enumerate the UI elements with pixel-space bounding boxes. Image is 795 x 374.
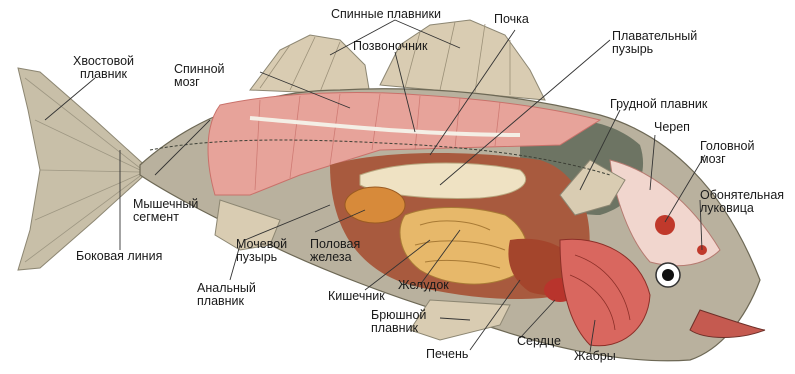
label-heart: Сердце: [517, 335, 561, 348]
label-tail-fin: Хвостовой плавник: [73, 55, 134, 81]
label-brain: Головной мозг: [700, 140, 754, 166]
tail-fin-shape: [18, 68, 150, 270]
label-urinary-bladder: Мочевой пузырь: [236, 238, 287, 264]
label-lateral-line: Боковая линия: [76, 250, 162, 263]
label-kidney: Почка: [494, 13, 529, 26]
dorsal-fin-rear-shape: [380, 20, 545, 100]
label-pelvic-fin: Брюшной плавник: [371, 309, 426, 335]
label-pectoral-fin: Грудной плавник: [610, 98, 707, 111]
label-olfactory-bulb: Обонятельная луковица: [700, 189, 784, 215]
label-anal-fin: Анальный плавник: [197, 282, 256, 308]
label-spine: Позвоночник: [353, 40, 427, 53]
gonad-shape: [345, 187, 405, 223]
dorsal-fin-front-shape: [250, 35, 370, 95]
label-dorsal-fins: Спинные плавники: [331, 8, 441, 21]
label-muscle-segment: Мышечный сегмент: [133, 198, 198, 224]
label-liver: Печень: [426, 348, 468, 361]
label-intestine: Кишечник: [328, 290, 385, 303]
label-swim-bladder: Плавательный пузырь: [612, 30, 697, 56]
eye-pupil-shape: [662, 269, 674, 281]
brain-shape: [655, 215, 675, 235]
label-stomach: Желудок: [398, 279, 449, 292]
label-gonad: Половая железа: [310, 238, 360, 264]
label-gills: Жабры: [574, 350, 616, 363]
label-spinal-cord: Спинной мозг: [174, 63, 225, 89]
label-skull: Череп: [654, 121, 690, 134]
